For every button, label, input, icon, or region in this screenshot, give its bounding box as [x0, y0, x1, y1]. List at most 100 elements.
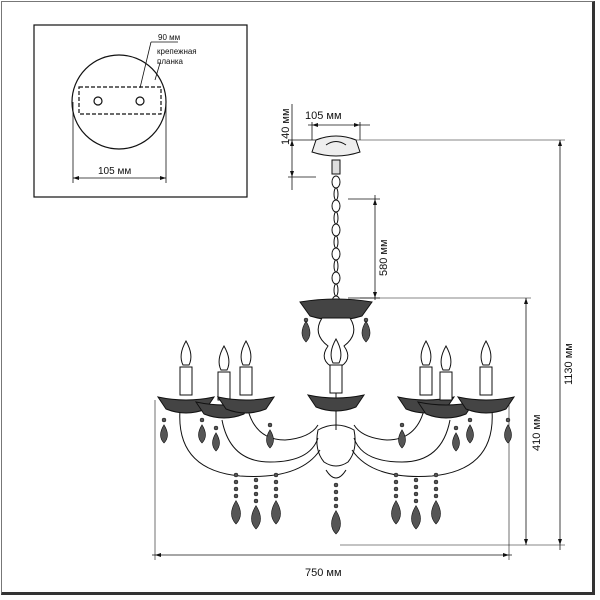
chain-link — [333, 211, 339, 225]
mounting-inset: 90 мм крепежная планка 105 мм — [33, 24, 248, 198]
candle-body — [419, 366, 433, 396]
crystals — [160, 317, 512, 535]
label-bracket-2: планка — [157, 57, 184, 66]
crystal-drop — [160, 424, 168, 444]
candle-body — [479, 366, 493, 396]
crystal-drop — [391, 500, 401, 525]
chain-link — [333, 283, 339, 297]
chain-link — [331, 199, 341, 213]
bottom-bowl — [316, 424, 356, 467]
leader-bracket — [154, 62, 161, 81]
crystal-bead — [333, 503, 339, 509]
crystal-bead — [273, 472, 279, 478]
chain-link — [333, 235, 339, 249]
crystal-bead — [273, 486, 279, 492]
ceiling-canopy — [311, 135, 361, 157]
candle-flame — [440, 344, 452, 371]
crystal-bead — [333, 489, 339, 495]
candle-flame — [180, 339, 192, 366]
crystal-bead — [393, 486, 399, 492]
crystal-bead — [253, 477, 259, 483]
label-410: 410 мм — [531, 414, 543, 451]
crystal-bead — [333, 496, 339, 502]
crystal-bead — [505, 417, 511, 423]
crystal-bead — [413, 498, 419, 504]
chain-link — [331, 271, 341, 285]
chain-link — [331, 247, 341, 261]
candles — [156, 337, 516, 419]
crystal-drop — [361, 320, 371, 343]
crystal-bead — [233, 493, 239, 499]
crystal-bead — [433, 479, 439, 485]
crystal-bead — [333, 482, 339, 488]
mounting-bracket — [78, 86, 162, 115]
crystal-bead — [433, 472, 439, 478]
chain-link — [333, 259, 339, 273]
crystal-bead — [267, 422, 273, 428]
label-750: 750 мм — [305, 567, 342, 579]
crystal-bead — [413, 484, 419, 490]
inset-box — [33, 24, 248, 198]
label-1130: 1130 мм — [563, 343, 575, 385]
crystal-bead — [213, 425, 219, 431]
chain-link — [331, 175, 341, 189]
candle-flame — [240, 339, 252, 366]
crystal-drop — [398, 429, 406, 449]
chandelier — [179, 135, 493, 479]
crystal-bead — [393, 479, 399, 485]
crystal-drop — [231, 500, 241, 525]
height-dimensions: 1130 мм 410 мм — [340, 139, 575, 550]
crystal-drop — [331, 510, 341, 535]
arm-3 — [247, 409, 319, 441]
crystal-drop — [266, 429, 274, 449]
canopy-circle — [71, 54, 167, 150]
canopy-dimensions: 140 мм 105 мм — [280, 104, 370, 190]
candle-body — [239, 366, 253, 396]
chain-link — [333, 187, 339, 201]
crystal-drop — [301, 320, 311, 343]
crystal-bead — [233, 479, 239, 485]
screw-hole-left — [93, 96, 103, 106]
candle-flame — [420, 339, 432, 366]
crystal-bead — [233, 472, 239, 478]
crystal-bead — [273, 493, 279, 499]
crystal-bead — [233, 486, 239, 492]
label-140: 140 мм — [280, 108, 292, 145]
candle-cup — [216, 396, 276, 414]
label-90: 90 мм — [158, 33, 180, 42]
candle-body — [439, 371, 453, 401]
crystal-drop — [452, 432, 460, 452]
arm-5 — [353, 419, 451, 463]
crystal-bead — [413, 491, 419, 497]
chain-link — [331, 223, 341, 237]
label-105-canopy: 105 мм — [305, 110, 342, 122]
screw-hole-right — [135, 96, 145, 106]
arm-1 — [179, 409, 321, 477]
crystal-drop — [431, 500, 441, 525]
crystal-bead — [253, 491, 259, 497]
label-105-inset: 105 мм — [98, 166, 131, 177]
arm-6 — [353, 409, 425, 441]
crystal-drop — [212, 432, 220, 452]
candle-cup — [456, 396, 516, 414]
crystal-bead — [467, 417, 473, 423]
crystal-bead — [413, 477, 419, 483]
width-dimension: 750 мм — [152, 400, 512, 579]
crystal-bead — [253, 484, 259, 490]
crystal-drop — [504, 424, 512, 444]
candle-flame — [480, 339, 492, 366]
crystal-bead — [433, 486, 439, 492]
arm-2 — [221, 419, 319, 463]
crystal-bead — [273, 479, 279, 485]
crystal-bead — [199, 417, 205, 423]
crystal-bead — [393, 493, 399, 499]
candle-body — [217, 371, 231, 401]
label-580: 580 мм — [378, 239, 390, 276]
chain-dimension: 580 мм — [348, 195, 390, 300]
crystal-bead — [453, 425, 459, 431]
crystal-bead — [253, 498, 259, 504]
candle-flame — [218, 344, 230, 371]
chain — [331, 175, 341, 309]
